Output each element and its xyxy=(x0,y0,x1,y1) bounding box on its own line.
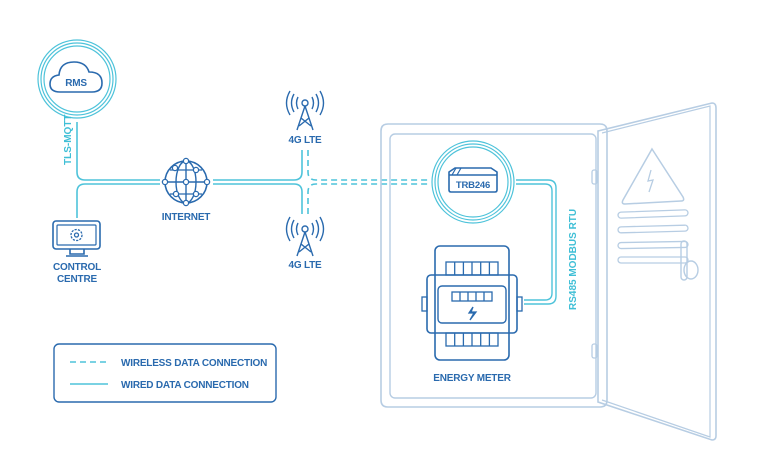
lte-tower-bottom: 4G LTE xyxy=(285,216,325,271)
legend-box xyxy=(53,343,277,403)
wired-connections xyxy=(76,122,557,305)
wireless-lte-bottom-router xyxy=(307,183,430,214)
rms-node: RMS xyxy=(37,39,117,119)
globe-icon xyxy=(161,157,211,207)
door-handle-icon xyxy=(680,240,699,281)
rs485-label: RS485 MODBUS RTU xyxy=(568,209,579,310)
router-ring-mid xyxy=(434,143,512,221)
warning-triangle-icon xyxy=(621,147,685,205)
wire-router-meter-b xyxy=(516,183,553,301)
hinge-bottom xyxy=(591,343,598,359)
rms-ring-inner xyxy=(43,45,111,113)
control-centre-label-line1: CONTROL xyxy=(53,262,101,273)
internet-node: INTERNET xyxy=(161,157,211,223)
wireless-connections xyxy=(307,150,430,214)
wireless-lte-top-router xyxy=(307,150,430,181)
wire-internet-lte-bottom xyxy=(213,183,303,214)
rms-ring-mid xyxy=(40,42,114,116)
wire-internet-lte-top xyxy=(213,150,303,181)
router-node: TRB246 xyxy=(431,140,515,224)
wire-rms-internet xyxy=(76,122,160,181)
electrical-cabinet xyxy=(380,102,717,441)
lightning-icon xyxy=(467,306,478,321)
tls-mqtt-label: TLS-MQTT xyxy=(63,114,74,165)
vent-slots xyxy=(617,209,689,264)
hinge-top xyxy=(591,169,598,185)
router-icon xyxy=(448,167,498,193)
lte-bottom-label: 4G LTE xyxy=(288,260,322,271)
control-centre-label-line2: CENTRE xyxy=(57,274,97,285)
gear-icon xyxy=(70,228,83,242)
legend-wireless-label: WIRELESS DATA CONNECTION xyxy=(121,358,267,369)
antenna-icon xyxy=(285,90,325,131)
cabinet-door xyxy=(597,102,717,441)
router-label: TRB246 xyxy=(456,180,490,191)
antenna-icon xyxy=(285,216,325,257)
lte-top-label: 4G LTE xyxy=(288,135,322,146)
energy-meter-node: ENERGY METER xyxy=(421,245,523,384)
meter-icon xyxy=(421,245,523,361)
energy-meter-label: ENERGY METER xyxy=(433,373,511,384)
legend: WIRELESS DATA CONNECTION WIRED DATA CONN… xyxy=(53,343,277,403)
router-ring-inner xyxy=(437,146,509,218)
cabinet-inner xyxy=(389,133,597,399)
internet-label: INTERNET xyxy=(162,212,210,223)
cabinet-outer xyxy=(380,123,608,408)
wire-router-meter-a xyxy=(516,179,557,305)
lte-tower-top: 4G LTE xyxy=(285,90,325,146)
rms-label: RMS xyxy=(65,78,87,89)
rms-ring-outer xyxy=(37,39,117,119)
router-ring-outer xyxy=(431,140,515,224)
control-centre-node: CONTROL CENTRE xyxy=(52,220,101,285)
cloud-icon xyxy=(49,61,103,93)
legend-wired-label: WIRED DATA CONNECTION xyxy=(121,380,249,391)
wire-control-internet xyxy=(76,183,160,218)
monitor-icon xyxy=(52,220,101,257)
